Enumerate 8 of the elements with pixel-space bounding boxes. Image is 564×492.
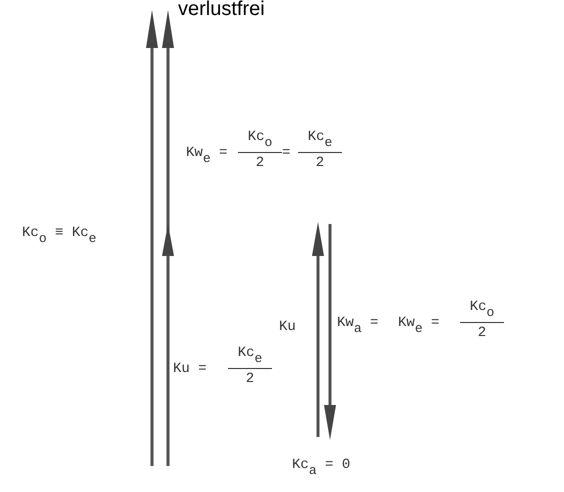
fraction-denominator: 2 (254, 156, 266, 170)
fraction-denominator: 2 (244, 372, 256, 386)
equation-term: = (282, 146, 290, 160)
variable-label: Ku (279, 320, 296, 334)
fraction-denominator: 2 (476, 326, 488, 340)
equation-term: Ku = (173, 362, 207, 376)
title: verlustfrei (178, 0, 265, 21)
fraction-denominator: 2 (314, 156, 326, 170)
